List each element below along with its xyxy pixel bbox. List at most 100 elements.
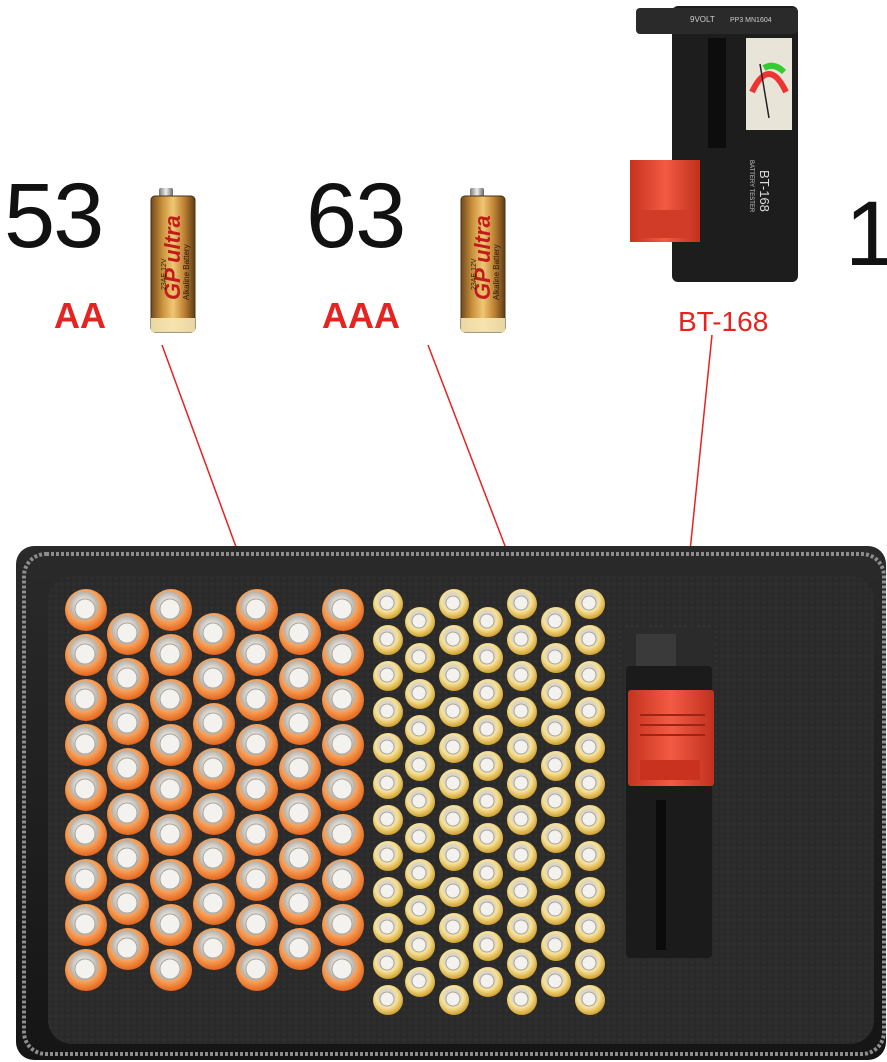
aaa-battery-terminal: [445, 847, 461, 863]
aa-battery-terminal: [74, 733, 96, 755]
aaa-leader-line: [427, 344, 521, 586]
aaa-battery-terminal: [379, 595, 395, 611]
aaa-battery-terminal: [445, 955, 461, 971]
aaa-battery-terminal: [581, 703, 597, 719]
aaa-battery-terminal: [513, 703, 529, 719]
aa-battery-terminal: [74, 958, 96, 980]
aa-count: 53: [4, 165, 104, 267]
aaa-battery-terminal: [479, 829, 495, 845]
aa-battery-terminal: [116, 622, 138, 644]
aaa-battery-terminal: [547, 757, 563, 773]
aa-battery-terminal: [202, 757, 224, 779]
aaa-battery-terminal: [547, 649, 563, 665]
aaa-battery-terminal: [581, 919, 597, 935]
aaa-battery-terminal: [479, 865, 495, 881]
aa-battery-terminal: [245, 733, 267, 755]
storage-case: [16, 546, 886, 1060]
aaa-battery-terminal: [513, 631, 529, 647]
aa-battery-terminal: [159, 778, 181, 800]
aa-leader-line: [161, 344, 251, 586]
aa-battery-terminal: [331, 688, 353, 710]
aaa-battery-terminal: [581, 991, 597, 1007]
gp-line-text-2: Alkaline Battery: [492, 244, 501, 300]
aa-battery-terminal: [202, 937, 224, 959]
aa-battery-terminal: [288, 937, 310, 959]
aaa-battery-terminal: [379, 667, 395, 683]
aa-battery-terminal: [288, 847, 310, 869]
aaa-battery-terminal: [445, 595, 461, 611]
aaa-battery-terminal: [547, 685, 563, 701]
aa-battery-terminal: [116, 892, 138, 914]
aaa-battery-terminal: [379, 919, 395, 935]
aaa-battery-grid: [373, 589, 605, 1015]
aa-battery-terminal: [159, 913, 181, 935]
aa-battery-terminal: [288, 622, 310, 644]
aa-battery-terminal: [288, 757, 310, 779]
aaa-battery-terminal: [581, 883, 597, 899]
gp-model-text-2: 23AE 12V: [471, 258, 478, 290]
aa-battery-terminal: [202, 667, 224, 689]
aa-battery-terminal: [74, 598, 96, 620]
aa-battery-terminal: [288, 892, 310, 914]
aaa-battery-terminal: [411, 757, 427, 773]
aaa-battery-terminal: [411, 901, 427, 917]
aaa-battery-terminal: [547, 613, 563, 629]
aaa-battery-terminal: [379, 631, 395, 647]
aaa-battery-terminal: [513, 847, 529, 863]
aaa-battery-terminal: [581, 955, 597, 971]
aaa-battery-terminal: [581, 847, 597, 863]
aaa-battery-terminal: [547, 937, 563, 953]
aaa-battery-terminal: [479, 613, 495, 629]
battery-tester-product: 9VOLT PP3 MN1604 BT-168 BATTERY TESTER: [630, 6, 798, 282]
aa-battery-terminal: [202, 892, 224, 914]
aa-battery-terminal: [116, 757, 138, 779]
aa-battery-terminal: [74, 643, 96, 665]
aaa-battery-terminal: [513, 883, 529, 899]
aa-battery-terminal: [159, 643, 181, 665]
aaa-battery-terminal: [411, 865, 427, 881]
aa-battery-terminal: [245, 868, 267, 890]
aaa-battery-terminal: [513, 739, 529, 755]
aa-battery-terminal: [331, 643, 353, 665]
aaa-battery-terminal: [445, 883, 461, 899]
aa-battery-terminal: [245, 823, 267, 845]
aaa-battery-terminal: [445, 991, 461, 1007]
aa-battery-terminal: [159, 733, 181, 755]
aa-battery-terminal: [116, 802, 138, 824]
aaa-battery-terminal: [411, 685, 427, 701]
aaa-battery-terminal: [479, 793, 495, 809]
tester-model-text: BT-168: [757, 170, 772, 212]
tester-top-text: 9VOLT: [690, 15, 715, 24]
aaa-battery-terminal: [479, 649, 495, 665]
tester-top2-text: PP3 MN1604: [730, 17, 772, 24]
aaa-battery-terminal: [379, 775, 395, 791]
aaa-battery-terminal: [445, 631, 461, 647]
gp-battery-aa-sample: GP ultra Alkaline Battery 23AE 12V: [150, 188, 196, 333]
aaa-battery-terminal: [513, 595, 529, 611]
aaa-battery-terminal: [445, 703, 461, 719]
aaa-battery-terminal: [513, 991, 529, 1007]
aa-battery-terminal: [202, 712, 224, 734]
aa-battery-terminal: [116, 712, 138, 734]
aaa-battery-terminal: [479, 685, 495, 701]
aa-battery-terminal: [245, 913, 267, 935]
aaa-battery-terminal: [445, 919, 461, 935]
aaa-battery-terminal: [581, 811, 597, 827]
aaa-label: AAA: [322, 295, 400, 336]
aaa-battery-terminal: [479, 973, 495, 989]
aa-battery-terminal: [245, 688, 267, 710]
aa-battery-terminal: [116, 937, 138, 959]
aa-battery-terminal: [288, 667, 310, 689]
gp-brand-text-2: GP ultra: [470, 215, 495, 300]
aaa-battery-terminal: [513, 775, 529, 791]
aa-battery-terminal: [74, 778, 96, 800]
aaa-count: 63: [306, 165, 406, 267]
aaa-battery-terminal: [547, 973, 563, 989]
aaa-battery-terminal: [379, 991, 395, 1007]
aaa-battery-terminal: [581, 595, 597, 611]
aaa-battery-terminal: [411, 613, 427, 629]
aa-battery-terminal: [245, 958, 267, 980]
aaa-battery-terminal: [411, 937, 427, 953]
aaa-battery-terminal: [411, 721, 427, 737]
